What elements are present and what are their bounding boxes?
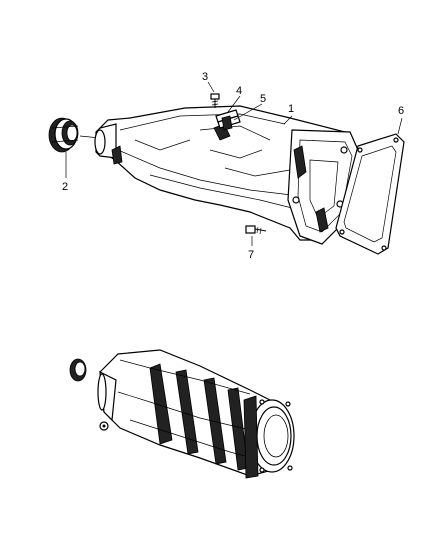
bracket-part-5[interactable]	[221, 115, 233, 131]
callout-1: 1	[288, 103, 294, 115]
assembled-seal	[69, 358, 87, 382]
assembled-housing	[97, 349, 295, 479]
callout-4: 4	[236, 85, 242, 97]
leader-3	[207, 81, 215, 93]
callout-5: 5	[260, 93, 266, 105]
bolt-part-3[interactable]	[210, 93, 220, 108]
callout-6: 6	[398, 105, 404, 117]
leader-6	[397, 117, 403, 135]
leader-4	[227, 95, 241, 113]
gasket-part-6[interactable]	[335, 133, 405, 255]
callout-3: 3	[202, 71, 208, 83]
seal-part-2[interactable]	[48, 117, 79, 153]
bolt-part-7[interactable]	[245, 225, 267, 235]
leader-5	[233, 103, 263, 121]
callout-2: 2	[62, 181, 68, 193]
callout-7: 7	[248, 249, 254, 261]
leader-1	[283, 115, 293, 125]
